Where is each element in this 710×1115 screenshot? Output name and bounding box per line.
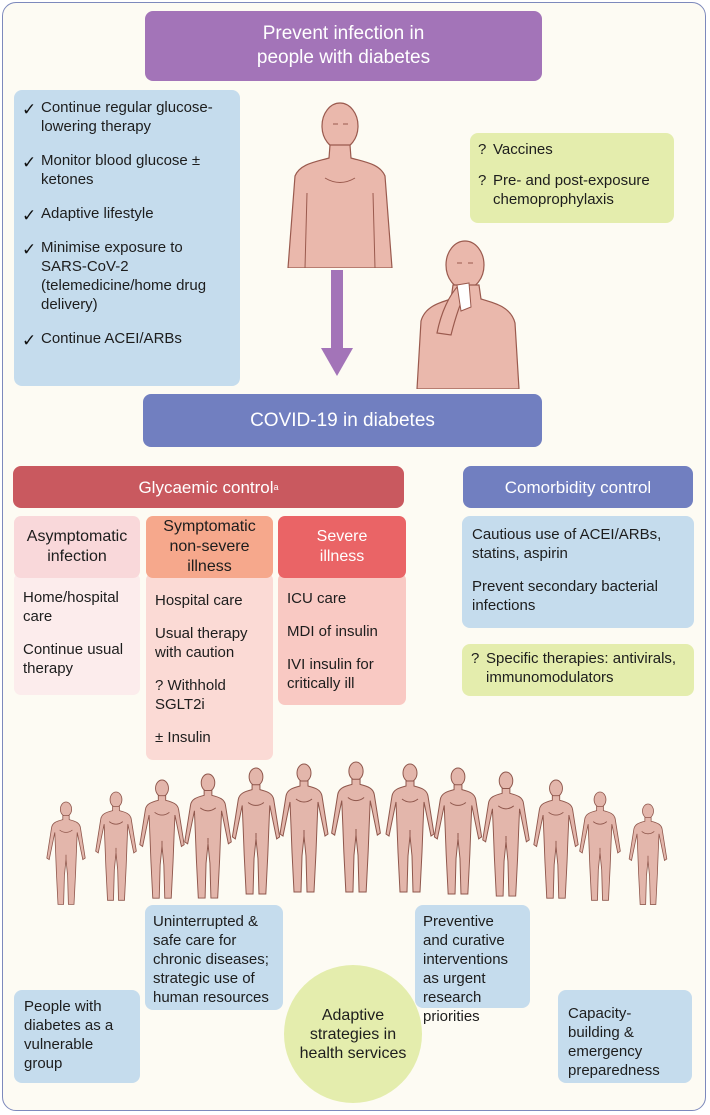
person-figure xyxy=(533,779,579,899)
question-item: ?Vaccines xyxy=(478,141,553,158)
check-icon: ✓ xyxy=(22,240,37,259)
checklist-item: ✓Adaptive lifestyle xyxy=(22,205,154,225)
footnote-marker: a xyxy=(273,481,279,492)
prevention-questions: ?Vaccines ?Pre- and post-exposure chemop… xyxy=(470,133,674,223)
list-item: ? Withhold SGLT2i xyxy=(155,677,226,713)
list-item: Hospital care xyxy=(155,592,243,609)
person-figure xyxy=(628,803,668,905)
research-priorities-box: Preventive and curative interventions as… xyxy=(415,905,530,1025)
glycaemic-label: Glycaemic control xyxy=(138,477,274,497)
adaptive-strategies-circle: Adaptive strategies in health services xyxy=(284,965,422,1103)
person-figure xyxy=(579,791,621,901)
question-item: ?Pre- and post-exposure chemoprophylaxis xyxy=(478,172,650,208)
checklist-item: ✓Monitor blood glucose ± ketones xyxy=(22,152,201,188)
checklist-item: ✓Continue regular glucose-lowering thera… xyxy=(22,99,213,135)
header-line-1: Prevent infection in xyxy=(262,23,425,44)
prevention-checklist: ✓Continue regular glucose-lowering thera… xyxy=(14,90,240,386)
person-icon xyxy=(287,102,393,268)
checklist-item: ✓Continue ACEI/ARBs xyxy=(22,330,182,350)
list-item: Prevent secondary bacterial infections xyxy=(472,578,658,614)
down-arrow-head xyxy=(321,348,353,376)
symptomatic-header: Symptomatic non-severe illness xyxy=(146,516,273,578)
capacity-building-box: Capacity-building & emergency preparedne… xyxy=(558,990,692,1083)
check-icon: ✓ xyxy=(22,100,37,119)
severe-column-body: ICU care MDI of insulin IVI insulin for … xyxy=(278,573,406,705)
person-figure xyxy=(46,801,86,905)
specific-therapies-box: ? Specific therapies: antivirals, immuno… xyxy=(462,644,694,696)
severe-header: Severe illness xyxy=(278,516,406,578)
check-icon: ✓ xyxy=(22,153,37,172)
list-item: Continue usual therapy xyxy=(23,641,124,677)
person-figure xyxy=(385,763,435,893)
asymptomatic-header: Asymptomatic infection xyxy=(14,516,140,578)
covid-in-diabetes-banner: COVID-19 in diabetes xyxy=(143,394,542,447)
chronic-care-box: Uninterrupted & safe care for chronic di… xyxy=(145,905,283,1010)
asymptomatic-column-body: Home/hospital care Continue usual therap… xyxy=(14,573,140,695)
down-arrow-icon xyxy=(331,270,343,350)
person-figure xyxy=(231,767,281,895)
vulnerable-group-box: People with diabetes as a vulnerable gro… xyxy=(14,990,140,1083)
checklist-item: ✓Minimise exposure to SARS-CoV-2 (teleme… xyxy=(22,239,207,313)
check-icon: ✓ xyxy=(22,331,37,350)
symptomatic-column-body: Hospital care Usual therapy with caution… xyxy=(146,573,273,760)
person-figure xyxy=(482,771,530,897)
check-icon: ✓ xyxy=(22,206,37,225)
header-line-2: people with diabetes xyxy=(256,47,431,68)
list-item: Cautious use of ACEI/ARBs, statins, aspi… xyxy=(472,526,662,562)
list-item: ICU care xyxy=(287,590,347,607)
coughing-person-icon xyxy=(416,240,520,389)
list-item: ± Insulin xyxy=(155,729,211,746)
list-item: Home/hospital care xyxy=(23,589,119,625)
comorbidity-control-banner: Comorbidity control xyxy=(463,466,693,508)
person-figure xyxy=(279,763,329,893)
person-figure xyxy=(331,761,381,893)
person-figure xyxy=(95,791,137,901)
person-figure xyxy=(433,767,483,895)
person-figure xyxy=(184,773,232,899)
person-figure xyxy=(139,779,185,899)
list-item: IVI insulin for critically ill xyxy=(287,656,374,692)
list-item: Usual therapy with caution xyxy=(155,625,248,661)
crowd-icon xyxy=(46,761,668,905)
comorbidity-items: Cautious use of ACEI/ARBs, statins, aspi… xyxy=(462,516,694,628)
prevent-infection-header: Prevent infection in people with diabete… xyxy=(145,11,542,81)
list-item: MDI of insulin xyxy=(287,623,378,640)
